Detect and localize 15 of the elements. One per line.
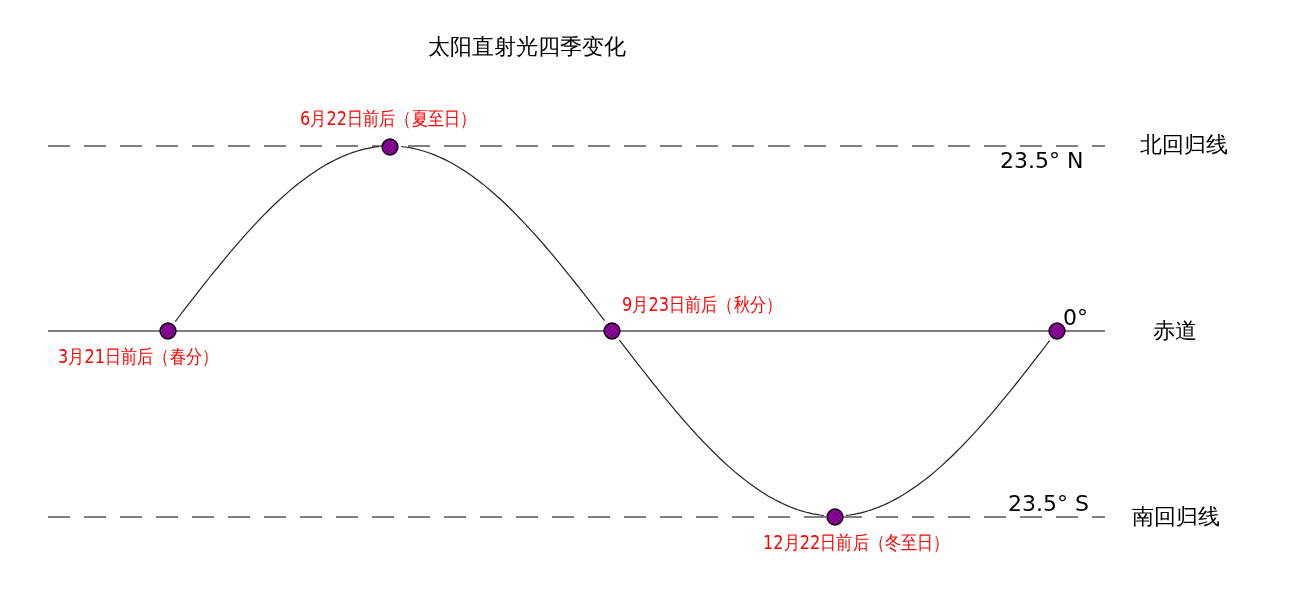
latitude-label: 23.5° N [1000,150,1084,172]
line-name: 赤道 [1153,320,1197,342]
diagram-title: 太阳直射光四季变化 [428,36,626,58]
date-label: 3月21日前后（春分） [58,347,219,366]
line-name: 南回归线 [1132,506,1220,528]
sine-curve [400,145,606,322]
line-name: 北回归线 [1140,134,1228,156]
latitude-label: 23.5° S [1008,493,1089,515]
sine-curve [618,339,825,517]
sine-curve [845,340,1051,516]
date-label: 6月22日前后（夏至日） [300,109,477,128]
date-label: 9月23日前后（秋分） [622,295,783,314]
date-label: 12月22日前后（冬至日） [763,533,950,552]
sine-curve [174,146,380,322]
degree-label: 0° [1063,307,1088,329]
